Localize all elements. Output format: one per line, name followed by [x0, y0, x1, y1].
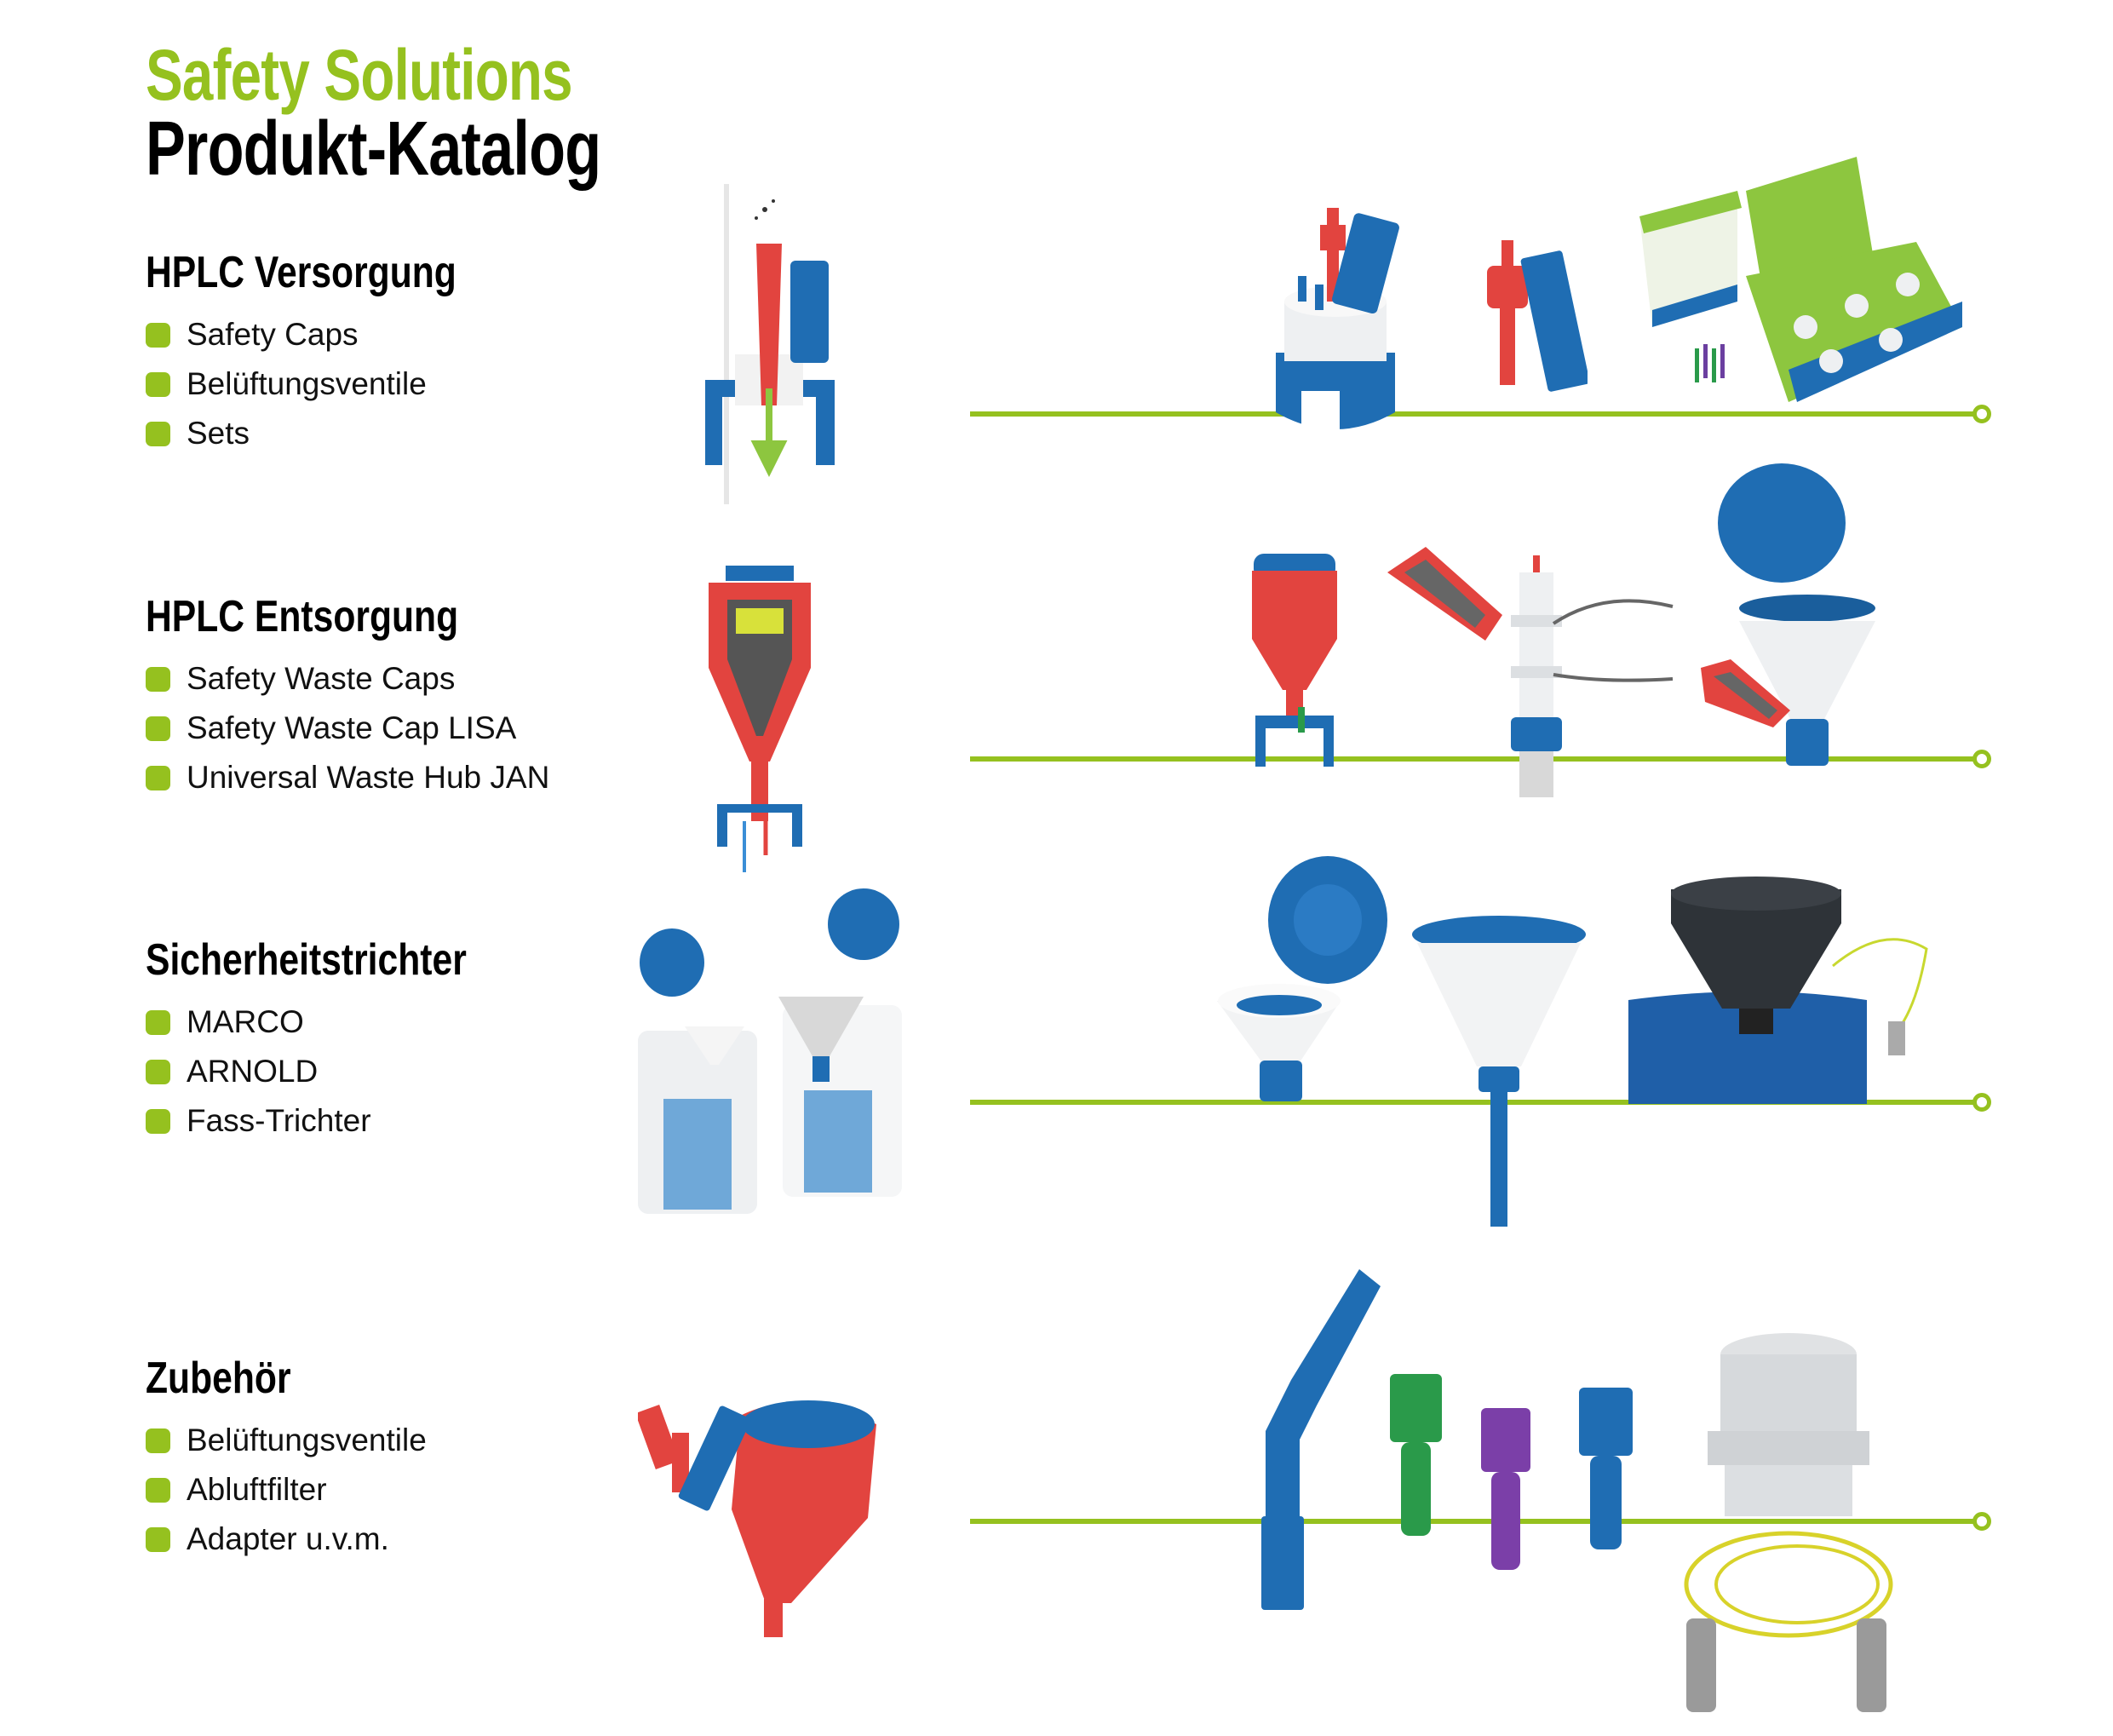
list-item: Belüftungsventile [146, 359, 525, 409]
section-heading: Zubehör [146, 1354, 291, 1403]
safety-waste-cap-image [1247, 545, 1342, 777]
list-item: Universal Waste Hub JAN [146, 753, 549, 802]
list-item: ARNOLD [146, 1047, 537, 1096]
bullet-icon [146, 1009, 170, 1035]
bullet-icon [146, 765, 170, 790]
list-item-label: Universal Waste Hub JAN [187, 760, 550, 795]
list-item: MARCO [146, 997, 537, 1047]
section-zubehoer: Zubehör Belüftungsventile Abluftfilter A… [146, 1353, 427, 1564]
section-heading: Sicherheitstrichter [146, 935, 467, 985]
valve-with-filter-image [638, 1390, 879, 1642]
thread-adapter-and-grounding-cable-image [1669, 1329, 1908, 1724]
row-divider-line [970, 1519, 1975, 1524]
ventilation-valve-image [1483, 232, 1588, 395]
universal-waste-hub-jan-image [1383, 538, 1683, 797]
line-end-circle-icon [1972, 750, 1991, 768]
bullet-icon [146, 1108, 170, 1134]
list-item-label: Adapter u.v.m. [187, 1521, 389, 1556]
funnel-with-waste-cap-image [1697, 463, 1887, 770]
catalog-title: Produkt-Katalog [146, 106, 601, 192]
drum-funnel-image [1628, 872, 1935, 1104]
section-hplc-entsorgung: HPLC Entsorgung Safety Waste Caps Safety… [146, 591, 549, 802]
list-item: Safety Waste Cap LISA [146, 704, 549, 753]
green-fitting-image [1387, 1370, 1444, 1540]
safety-cap-cutaway-image [688, 184, 852, 504]
elbow-adapter-image [1240, 1261, 1383, 1615]
bullet-icon [146, 1526, 170, 1552]
list-item-label: Safety Caps [187, 317, 359, 352]
bullet-icon [146, 1428, 170, 1453]
list-item-label: Safety Waste Cap LISA [187, 710, 517, 745]
list-item-label: Safety Waste Caps [187, 661, 456, 696]
row-divider-line [970, 1100, 1975, 1105]
section-heading: HPLC Entsorgung [146, 592, 459, 641]
funnel-marco-image [1213, 852, 1390, 1104]
list-item: Fass-Trichter [146, 1096, 537, 1146]
list-item-label: Fass-Trichter [187, 1103, 371, 1138]
bullet-icon [146, 666, 170, 692]
funnel-arnold-image [1410, 913, 1588, 1227]
purple-fitting-image [1479, 1404, 1533, 1574]
list-item: Safety Caps [146, 310, 525, 359]
bullet-icon [146, 1477, 170, 1503]
list-item: Sets [146, 409, 525, 458]
bullet-icon [146, 322, 170, 348]
list-item-label: MARCO [187, 1004, 304, 1039]
section-sicherheitstrichter: Sicherheitstrichter MARCO ARNOLD Fass-Tr… [146, 934, 537, 1146]
line-end-circle-icon [1972, 405, 1991, 423]
list-item-label: ARNOLD [187, 1054, 319, 1089]
bullet-icon [146, 421, 170, 446]
catalog-brand-title: Safety Solutions [146, 35, 573, 115]
bullet-icon [146, 1059, 170, 1084]
list-item: Belüftungsventile [146, 1416, 427, 1465]
safety-cap-product-image [1267, 191, 1404, 438]
list-item-label: Sets [187, 416, 250, 451]
bullet-icon [146, 371, 170, 397]
safety-set-box-image [1635, 157, 1962, 402]
list-item: Adapter u.v.m. [146, 1515, 427, 1564]
row-divider-line [970, 756, 1975, 762]
section-heading: HPLC Versorgung [146, 248, 456, 297]
line-end-circle-icon [1972, 1512, 1991, 1531]
safety-funnel-canister-image [634, 886, 906, 1220]
list-item-label: Abluftfilter [187, 1472, 327, 1507]
list-item: Safety Waste Caps [146, 654, 549, 704]
line-end-circle-icon [1972, 1093, 1991, 1112]
list-item-label: Belüftungsventile [187, 1423, 427, 1457]
list-item: Abluftfilter [146, 1465, 427, 1515]
row-divider-line [970, 411, 1975, 417]
list-item-label: Belüftungsventile [187, 366, 427, 401]
safety-waste-cap-cutaway-image [702, 566, 818, 872]
bullet-icon [146, 716, 170, 741]
blue-fitting-image [1576, 1383, 1635, 1554]
section-hplc-versorgung: HPLC Versorgung Safety Caps Belüftungsve… [146, 247, 525, 458]
